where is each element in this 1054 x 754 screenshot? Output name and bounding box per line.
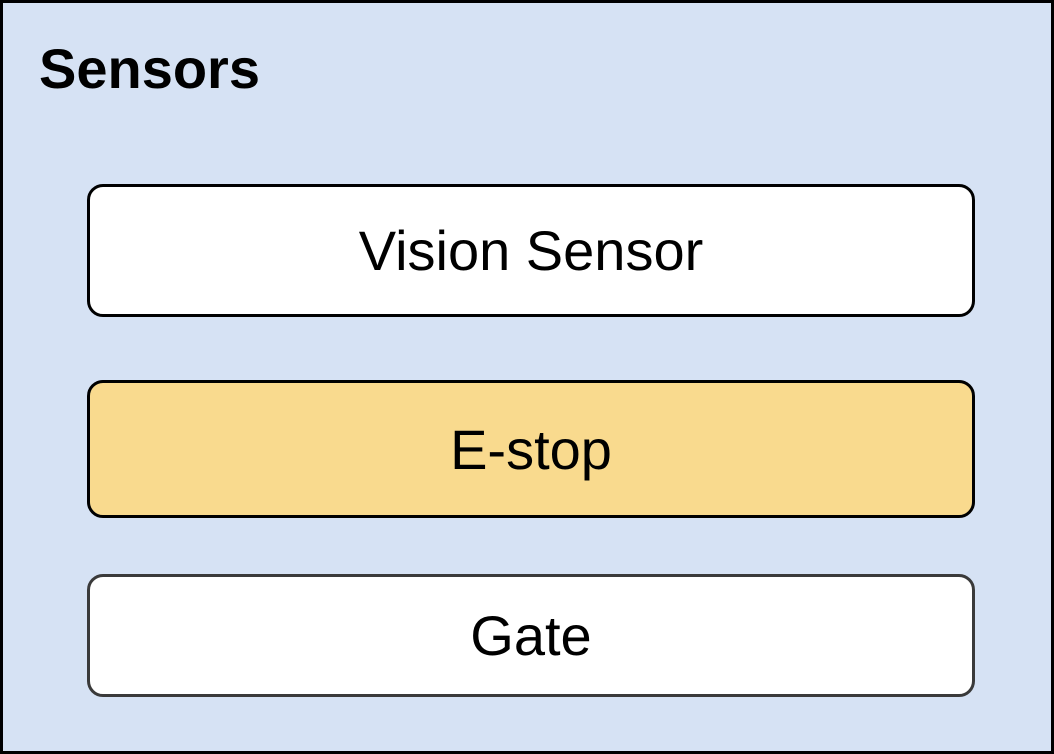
node-label: E-stop	[450, 417, 612, 481]
node-label: Vision Sensor	[358, 219, 704, 282]
node-gate[interactable]: Gate	[87, 574, 975, 697]
node-vision-sensor[interactable]: Vision Sensor	[87, 184, 975, 317]
node-label: Gate	[470, 604, 592, 667]
node-e-stop[interactable]: E-stop	[87, 380, 975, 518]
group-title: Sensors	[39, 37, 260, 100]
